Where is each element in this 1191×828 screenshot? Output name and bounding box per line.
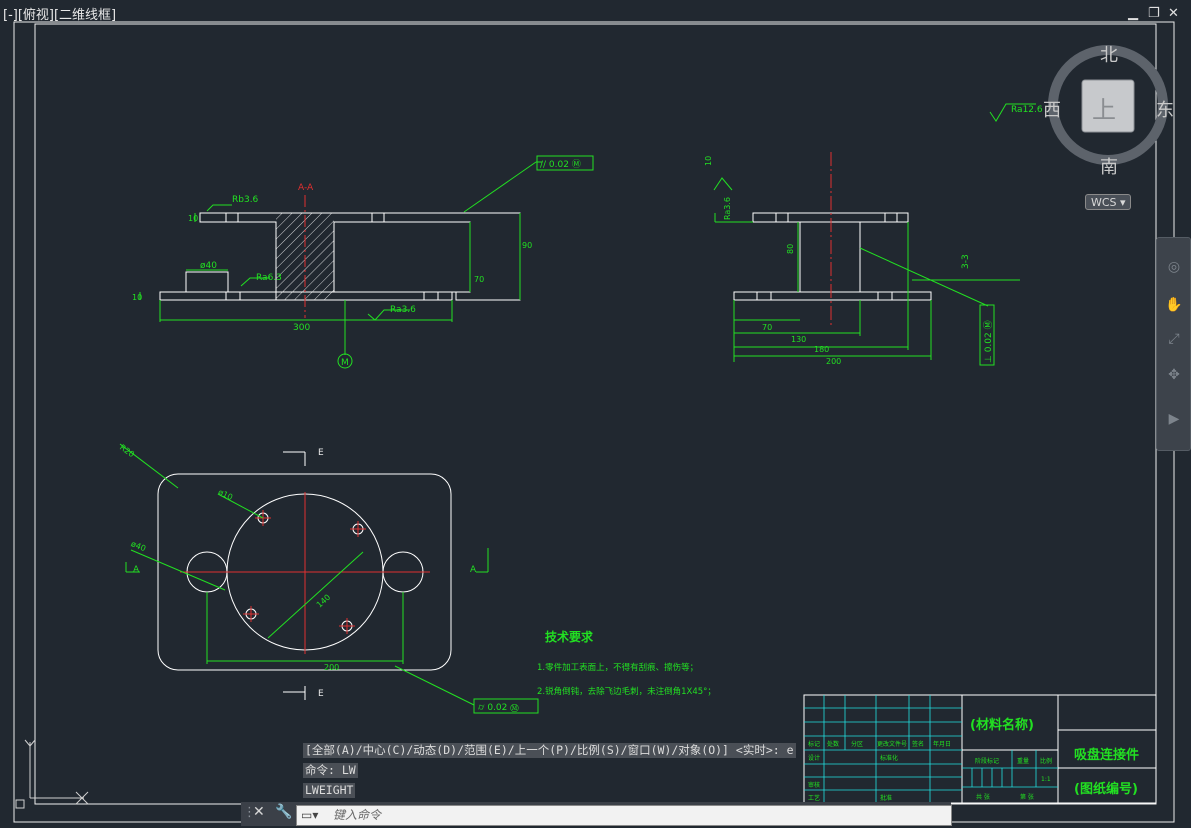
command-placeholder: 键入命令 bbox=[333, 808, 382, 822]
tolerance-frame: ⊥ 0.02 Ⓜ bbox=[983, 320, 994, 363]
dimension-text: 70 bbox=[474, 275, 484, 284]
compass-south[interactable]: 南 bbox=[1100, 157, 1118, 178]
tech-title: 技术要求 bbox=[545, 629, 594, 644]
dimension-text: 10 bbox=[188, 214, 198, 223]
title-part-name: 吸盘连接件 bbox=[1074, 747, 1139, 763]
dimension-text: 140 bbox=[315, 593, 332, 610]
roughness-symbol bbox=[989, 103, 1036, 122]
dimension-text: 200 bbox=[324, 663, 339, 672]
command-history-line: LWEIGHT bbox=[303, 783, 356, 798]
tech-note: 2.锐角倒钝，去除飞边毛刺，未注倒角1X45°； bbox=[537, 686, 716, 697]
datum-label: M bbox=[341, 358, 349, 368]
tb-cell: 共 张 bbox=[976, 793, 990, 801]
dimension-text: 80 bbox=[786, 244, 795, 254]
section-view-aa bbox=[139, 155, 594, 369]
viewport-label[interactable]: [-][俯视][二维线框] bbox=[3, 8, 117, 23]
tolerance-frame: // 0.02 Ⓜ bbox=[540, 159, 581, 170]
tech-note: 1.零件加工表面上，不得有刮痕、擦伤等； bbox=[537, 662, 698, 673]
dimension-text: 180 bbox=[814, 345, 829, 354]
side-view bbox=[713, 152, 1020, 366]
tb-cell: 处数 bbox=[827, 740, 839, 748]
section-mark: E bbox=[318, 689, 324, 699]
tb-cell: 阶段标记 bbox=[975, 757, 999, 765]
viewcube[interactable]: 北 南 西 东 上 bbox=[1040, 40, 1180, 215]
dimension-text: 200 bbox=[826, 357, 841, 366]
roughness-label: Ra6.3 bbox=[256, 273, 282, 283]
dimension-text: 70 bbox=[762, 323, 772, 332]
roughness-label: Ra12.6 bbox=[1011, 105, 1043, 115]
dimension-text: 90 bbox=[522, 241, 532, 250]
command-history-line: 命令: LW bbox=[303, 763, 358, 778]
tb-cell: 工艺 bbox=[808, 794, 820, 802]
title-material: (材料名称) bbox=[970, 717, 1034, 733]
compass-east[interactable]: 东 bbox=[1156, 100, 1174, 121]
dimension-text: 300 bbox=[293, 323, 310, 333]
roughness-label: Ra3.6 bbox=[390, 305, 416, 315]
tb-cell: 批准 bbox=[880, 794, 892, 802]
section-mark: E bbox=[318, 448, 324, 458]
tb-cell: 签名 bbox=[912, 740, 924, 748]
viewcube-ring bbox=[1048, 45, 1168, 165]
command-history-line: [全部(A)/中心(C)/动态(D)/范围(E)/上一个(P)/比例(S)/窗口… bbox=[303, 743, 796, 758]
tb-cell: 年月日 bbox=[933, 740, 951, 748]
roughness-label: Rb3.6 bbox=[232, 195, 259, 205]
pan-icon[interactable]: ✋ bbox=[1165, 297, 1183, 313]
section-mark: A bbox=[133, 565, 140, 575]
steering-wheel-icon[interactable]: ◎ bbox=[1167, 259, 1181, 275]
tb-cell: 审核 bbox=[808, 781, 820, 789]
tb-cell: 标准化 bbox=[880, 754, 898, 762]
dimension-text: 10 bbox=[704, 156, 713, 166]
tb-cell: 标记 bbox=[808, 740, 820, 748]
dimension-text: ø40 bbox=[200, 261, 217, 271]
command-prompt-icon[interactable]: ▭▾ bbox=[301, 808, 319, 822]
dimension-text: ø10 bbox=[217, 488, 234, 503]
title-drawing-no: (图纸编号) bbox=[1074, 781, 1138, 797]
grip-handle-icon[interactable]: ⋮ bbox=[243, 805, 256, 820]
viewport-frame bbox=[13, 21, 1175, 823]
customize-wrench-icon[interactable]: 🔧 bbox=[275, 804, 293, 820]
ucs-icon bbox=[15, 739, 89, 809]
close-command-icon[interactable]: ✕ bbox=[253, 804, 265, 820]
section-label: A-A bbox=[298, 183, 314, 193]
tb-cell: 1:1 bbox=[1041, 776, 1051, 783]
plan-view bbox=[119, 443, 539, 714]
viewcube-face-top[interactable]: 上 bbox=[1092, 96, 1116, 124]
dimension-text: R20 bbox=[118, 443, 136, 459]
tb-cell: 比例 bbox=[1040, 757, 1052, 765]
showmotion-icon[interactable]: ▶ bbox=[1168, 411, 1180, 427]
roughness-label: Ra3.6 bbox=[723, 197, 732, 220]
compass-west[interactable]: 西 bbox=[1043, 100, 1061, 121]
close-icon[interactable]: ✕ bbox=[1168, 6, 1179, 21]
dimension-text: 10 bbox=[132, 293, 142, 302]
command-input[interactable]: ▭▾ 键入命令 bbox=[296, 805, 952, 826]
tb-cell: 更改文件号 bbox=[877, 740, 907, 748]
minimize-icon[interactable]: ▁ bbox=[1128, 6, 1138, 21]
dimension-text: ø40 bbox=[130, 539, 147, 553]
orbit-icon[interactable]: ✥ bbox=[1168, 367, 1180, 383]
tolerance-frame: ⌭ 0.02 Ⓜ bbox=[478, 703, 519, 713]
tb-cell: 第 张 bbox=[1020, 793, 1034, 801]
view-label: 3-3 bbox=[961, 254, 971, 269]
tb-cell: 重量 bbox=[1017, 757, 1029, 765]
navigation-bar: ◎ ✋ ⤢ ✥ ▶ bbox=[1156, 237, 1191, 451]
dimension-text: 130 bbox=[791, 335, 806, 344]
section-mark: A bbox=[470, 565, 477, 575]
compass-north[interactable]: 北 bbox=[1100, 45, 1118, 66]
restore-icon[interactable]: ❐ bbox=[1148, 6, 1160, 21]
tb-cell: 设计 bbox=[808, 754, 820, 762]
zoom-icon[interactable]: ⤢ bbox=[1168, 331, 1180, 347]
wcs-menu[interactable]: WCS ▾ bbox=[1085, 194, 1131, 210]
tb-cell: 分区 bbox=[851, 740, 863, 748]
title-block bbox=[803, 694, 1157, 804]
